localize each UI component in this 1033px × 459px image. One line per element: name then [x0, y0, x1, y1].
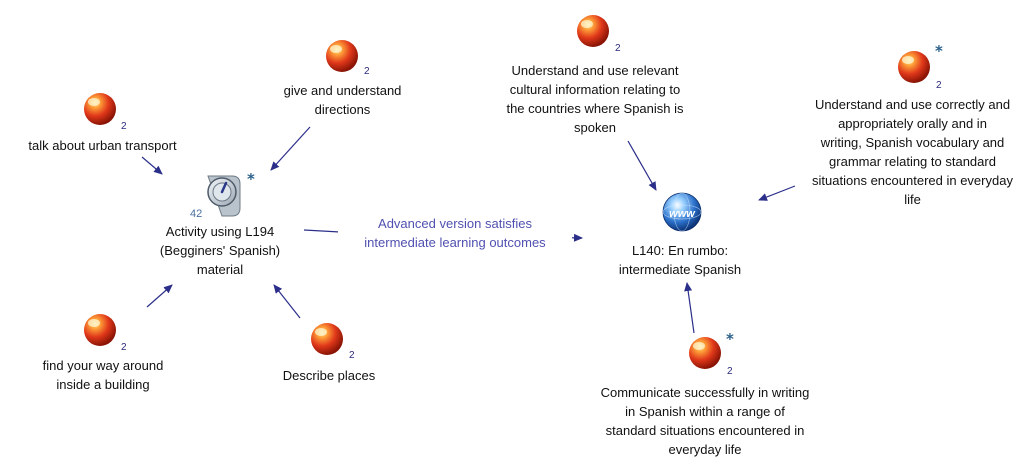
star-marker: *: [726, 330, 734, 348]
red-sphere-icon[interactable]: [311, 323, 343, 355]
label-line: material: [196, 262, 244, 277]
outcome-count: 2: [349, 350, 355, 361]
label-line: spoken: [574, 120, 616, 135]
activity-label[interactable]: Activity using L194 (Begginers' Spanish)…: [130, 222, 310, 279]
outcome-count: 2: [615, 43, 621, 54]
label-line: Activity using L194: [165, 224, 275, 239]
label-line: appropriately orally and in: [838, 116, 987, 131]
red-sphere-icon[interactable]: [898, 51, 930, 83]
outcome-label-transport[interactable]: talk about urban transport: [28, 138, 177, 153]
edge-vocab-course: [758, 185, 796, 201]
label-line: in Spanish within a range of: [625, 404, 785, 419]
label-line: Advanced version satisfies: [378, 216, 532, 231]
edge-label: Advanced version satisfies intermediate …: [338, 214, 572, 252]
edge-directions-activity: [270, 126, 311, 171]
svg-text:www: www: [669, 208, 696, 220]
outcome-count: 2: [121, 121, 127, 132]
label-line: intermediate learning outcomes: [364, 235, 546, 250]
course-label[interactable]: L140: En rumbo: intermediate Spanish: [585, 241, 775, 279]
label-line: (Begginers' Spanish): [159, 243, 281, 258]
edge-places-activity: [273, 284, 301, 319]
label-line: life: [904, 192, 921, 207]
label-line: give and understand: [283, 83, 402, 98]
label-line: the countries where Spanish is: [506, 101, 684, 116]
label-line: directions: [314, 102, 371, 117]
outcome-label-places[interactable]: Describe places: [282, 368, 376, 383]
edge-building-activity: [146, 284, 173, 308]
label-line: inside a building: [56, 377, 150, 392]
label-line: L140: En rumbo:: [631, 243, 729, 258]
outcome-label-building[interactable]: find your way around inside a building: [8, 356, 198, 394]
star-marker: *: [935, 42, 943, 60]
outcome-label-vocab[interactable]: Understand and use correctly and appropr…: [790, 95, 1033, 209]
outcome-count: 2: [727, 366, 733, 377]
red-sphere-icon[interactable]: [326, 40, 358, 72]
label-line: situations encountered in everyday: [812, 173, 1013, 188]
outcome-label-cultural[interactable]: Understand and use relevant cultural inf…: [470, 61, 720, 137]
outcome-label-directions[interactable]: give and understand directions: [250, 81, 435, 119]
label-line: cultural information relating to: [509, 82, 681, 97]
star-marker: *: [247, 170, 255, 188]
outcome-count: 2: [364, 66, 370, 77]
edge-transport-activity: [141, 156, 163, 175]
www-globe-icon[interactable]: www: [662, 192, 702, 232]
label-line: find your way around: [42, 358, 164, 373]
label-line: everyday life: [668, 442, 742, 457]
edge-writing-course: [684, 282, 695, 334]
label-line: Understand and use relevant: [511, 63, 679, 78]
red-sphere-icon[interactable]: [577, 15, 609, 47]
red-sphere-icon[interactable]: [84, 314, 116, 346]
label-line: standard situations encountered in: [605, 423, 805, 438]
label-line: Communicate successfully in writing: [600, 385, 810, 400]
outcome-count: 2: [936, 80, 942, 91]
red-sphere-icon[interactable]: [689, 337, 721, 369]
label-line: grammar relating to standard: [829, 154, 996, 169]
outcome-count: 2: [121, 342, 127, 353]
red-sphere-icon[interactable]: [84, 93, 116, 125]
activity-gauge-icon[interactable]: [207, 175, 241, 217]
activity-count: 42: [190, 208, 203, 220]
outcome-label-writing[interactable]: Communicate successfully in writing in S…: [565, 383, 845, 459]
edge-cultural-course: [627, 140, 657, 191]
label-line: writing, Spanish vocabulary and: [820, 135, 1005, 150]
label-line: Understand and use correctly and: [814, 97, 1011, 112]
label-line: intermediate Spanish: [618, 262, 742, 277]
